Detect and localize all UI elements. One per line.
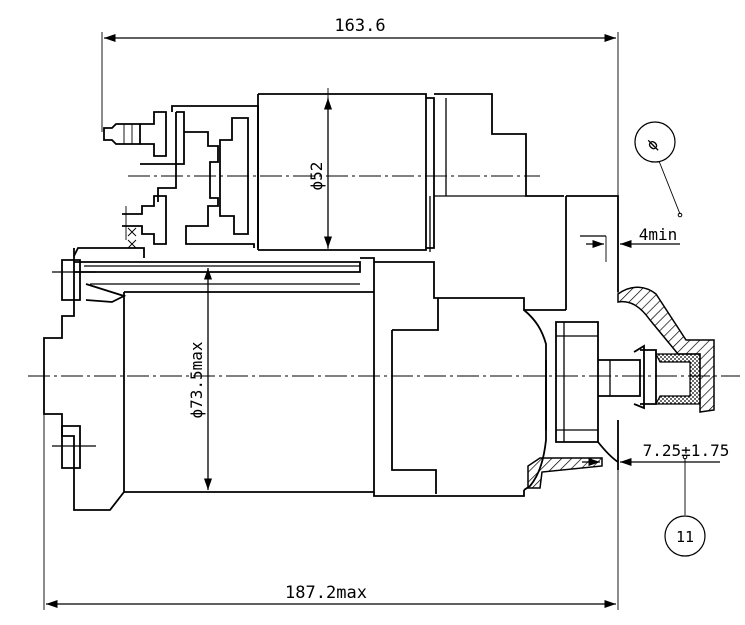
svg-text:11: 11 [676,528,694,546]
dimension-flange-gap: 4min [639,225,678,244]
drive-end-flange [527,286,715,489]
callout-teeth-count: 11 [664,515,706,557]
dimension-overall-bottom: 187.2max [285,583,367,603]
solenoid [103,93,564,252]
callout-module: ϕ [634,121,676,163]
dimension-pinion-offset: 7.25±1.75 [643,441,730,460]
dimension-lines [43,32,720,610]
dimension-solenoid-diameter: ϕ52 [307,162,326,191]
dimension-overall-top: 163.6 [334,16,385,36]
dimension-motor-diameter: ϕ73.5max [187,341,206,418]
